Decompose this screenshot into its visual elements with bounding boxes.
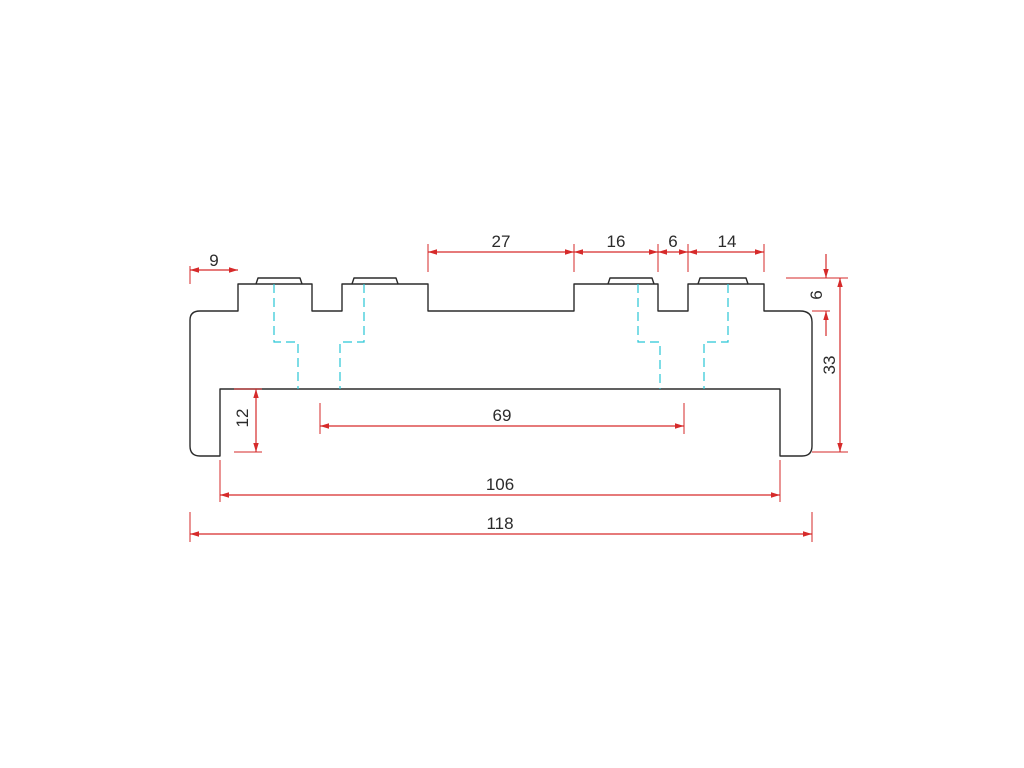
dim-label-9: 9	[209, 251, 218, 270]
bolt-head-1	[255, 277, 303, 285]
bolt-head-3	[607, 277, 655, 285]
dim-label-69: 69	[493, 406, 512, 425]
dim-label-27: 27	[492, 232, 511, 251]
dim-label-33: 33	[820, 356, 839, 375]
bolt-head-2	[351, 277, 399, 285]
dim-label-6-right: 6	[807, 290, 826, 299]
dim-label-14: 14	[718, 232, 737, 251]
dim-label-16: 16	[607, 232, 626, 251]
hidden-bolt-right-a	[637, 284, 661, 389]
dim-label-118: 118	[486, 514, 513, 533]
hidden-bolt-left-a	[273, 284, 299, 389]
dim-label-106: 106	[486, 475, 514, 494]
profile-outline	[189, 283, 813, 457]
bolt-head-4	[697, 277, 749, 285]
hidden-bolt-right-b	[703, 284, 729, 389]
dim-label-12: 12	[233, 409, 252, 428]
hidden-bolt-left-b	[339, 284, 365, 389]
dim-label-6-top: 6	[668, 232, 677, 251]
